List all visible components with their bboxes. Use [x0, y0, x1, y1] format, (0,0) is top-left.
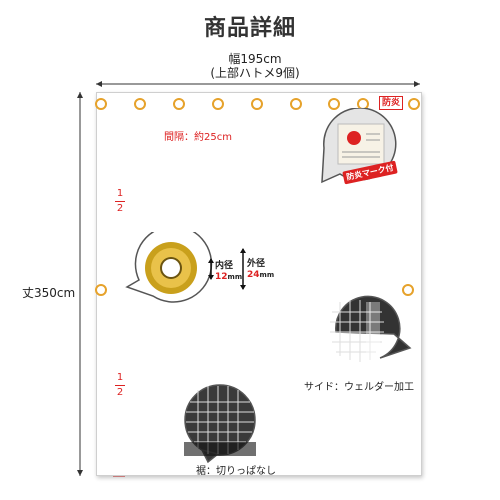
grommet [251, 98, 263, 110]
spacing-label: 間隔：約25cm [164, 132, 232, 143]
grommet [173, 98, 185, 110]
grommet [95, 284, 107, 296]
fraction-denominator: 2 [116, 203, 124, 214]
side-weld-label: サイド：ウェルダー加工 [304, 382, 414, 393]
inner-diameter-value: 12 [215, 272, 228, 282]
fraction-denominator: 2 [116, 387, 124, 398]
width-sub: (上部ハトメ9個) [210, 66, 300, 80]
inner-diameter-unit: mm [227, 273, 243, 281]
width-value: 幅195cm [228, 52, 282, 66]
grommet [402, 284, 414, 296]
grommet [408, 98, 420, 110]
inner-diameter-label: 内径 12mm [215, 261, 242, 283]
grommet [95, 98, 107, 110]
flame-retardant-badge: 防炎 [379, 96, 404, 110]
page-title: 商品詳細 [203, 16, 296, 41]
fraction-numerator: 1 [116, 188, 124, 199]
half-fraction-bottom: 1 2 [113, 372, 127, 399]
grommet-zoom-bubble [125, 232, 246, 303]
width-label: 幅195cm (上部ハトメ9個) [170, 52, 340, 80]
side-mesh-bubble [330, 295, 412, 362]
fraction-numerator: 1 [116, 372, 124, 383]
outer-diameter-title: 外径 [247, 259, 266, 269]
height-label: 丈350cm [22, 286, 76, 300]
half-fraction-top: 1 2 [113, 188, 127, 215]
outer-diameter-label: 外径 24mm [247, 259, 274, 281]
outer-diameter-unit: mm [259, 271, 275, 279]
hem-label: 裾：切りっぱなし [196, 466, 276, 477]
grommet [212, 98, 224, 110]
outer-diameter-value: 24 [247, 270, 260, 280]
fraction-bar [115, 385, 125, 386]
inner-diameter-title: 内径 [215, 261, 234, 271]
grommet [134, 98, 146, 110]
fraction-bar [115, 201, 125, 202]
grommet [328, 98, 340, 110]
grommet [290, 98, 302, 110]
hem-mesh-bubble [184, 384, 256, 464]
